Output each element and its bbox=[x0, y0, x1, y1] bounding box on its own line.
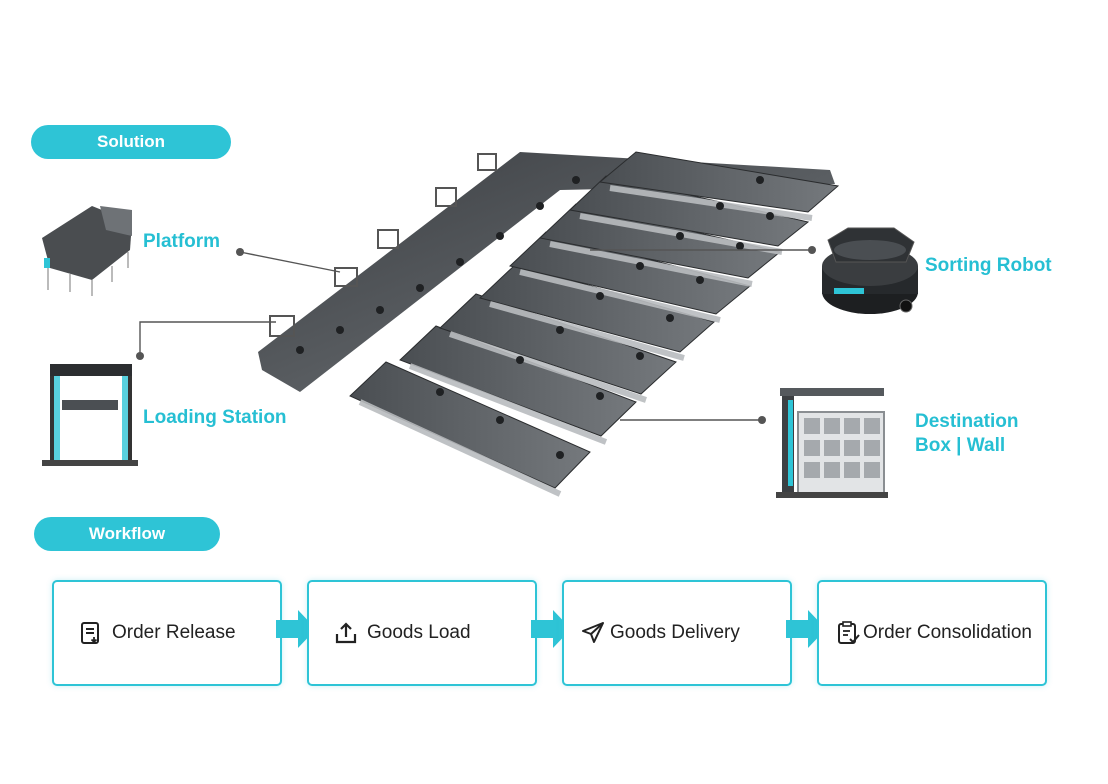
solution-label: Solution bbox=[97, 132, 165, 151]
workflow-pill: Workflow bbox=[34, 517, 220, 551]
platform-connector-dot bbox=[236, 248, 244, 256]
workflow-label: Workflow bbox=[88, 524, 166, 543]
sorting-robot-image bbox=[822, 227, 918, 314]
workflow-step-order-release: Order Release bbox=[52, 580, 282, 686]
clipboard-check-icon bbox=[838, 621, 860, 644]
sorting-robot-label: Sorting Robot bbox=[925, 255, 1052, 276]
destination-line2: Box | Wall bbox=[915, 435, 1006, 456]
paper-plane-icon bbox=[582, 622, 604, 643]
step-label: Order Release bbox=[112, 622, 236, 643]
sorting-platform-render bbox=[258, 151, 840, 497]
upload-icon bbox=[335, 622, 357, 644]
step-label: Goods Load bbox=[367, 622, 471, 643]
flow-arrow-2 bbox=[531, 610, 571, 648]
destination-line1: Destination bbox=[915, 411, 1019, 432]
robot-connector-dot bbox=[808, 246, 816, 254]
step-label: Goods Delivery bbox=[610, 622, 740, 643]
platform-thumbnail bbox=[42, 206, 132, 296]
flow-arrow-3 bbox=[786, 610, 826, 648]
platform-label: Platform bbox=[143, 231, 221, 252]
destination-connector-dot bbox=[758, 416, 766, 424]
loading-connector-dot bbox=[136, 352, 144, 360]
destination-label: Destination Box | Wall bbox=[915, 410, 1018, 458]
document-list-icon bbox=[81, 622, 99, 644]
connector-lines bbox=[139, 249, 812, 421]
solution-pill: Solution bbox=[31, 125, 231, 159]
flow-arrow-1 bbox=[276, 610, 316, 648]
workflow-step-goods-load: Goods Load bbox=[307, 580, 537, 686]
step-label: Order Consolidation bbox=[863, 622, 1032, 643]
destination-wall-image bbox=[776, 388, 888, 498]
loading-station-label: Loading Station bbox=[143, 407, 287, 428]
workflow-step-goods-delivery: Goods Delivery bbox=[562, 580, 792, 686]
workflow-step-order-consolidation: Order Consolidation bbox=[817, 580, 1047, 686]
loading-station-thumbnail bbox=[42, 364, 138, 466]
